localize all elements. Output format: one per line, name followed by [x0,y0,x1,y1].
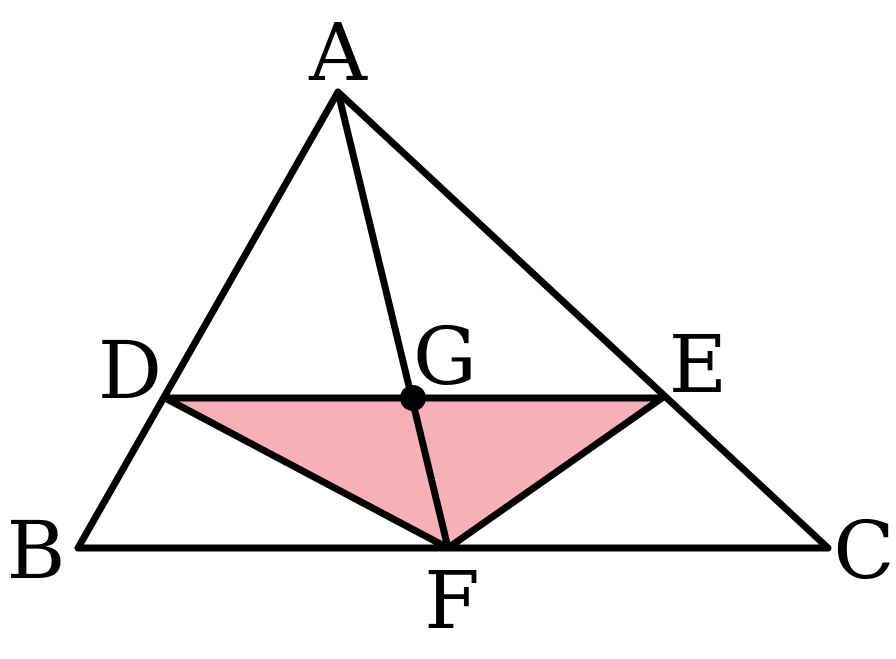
label-d: D [98,324,162,417]
label-f: F [424,554,480,647]
label-c: C [833,504,894,597]
label-a: A [308,6,368,99]
shaded-triangle-def [165,398,662,548]
label-b: B [7,504,66,597]
label-g: G [413,310,477,403]
segment-ef [444,394,666,552]
segment-af [334,88,452,552]
segment-df [161,394,452,552]
point-g-dot [400,385,426,411]
label-e: E [669,318,727,411]
